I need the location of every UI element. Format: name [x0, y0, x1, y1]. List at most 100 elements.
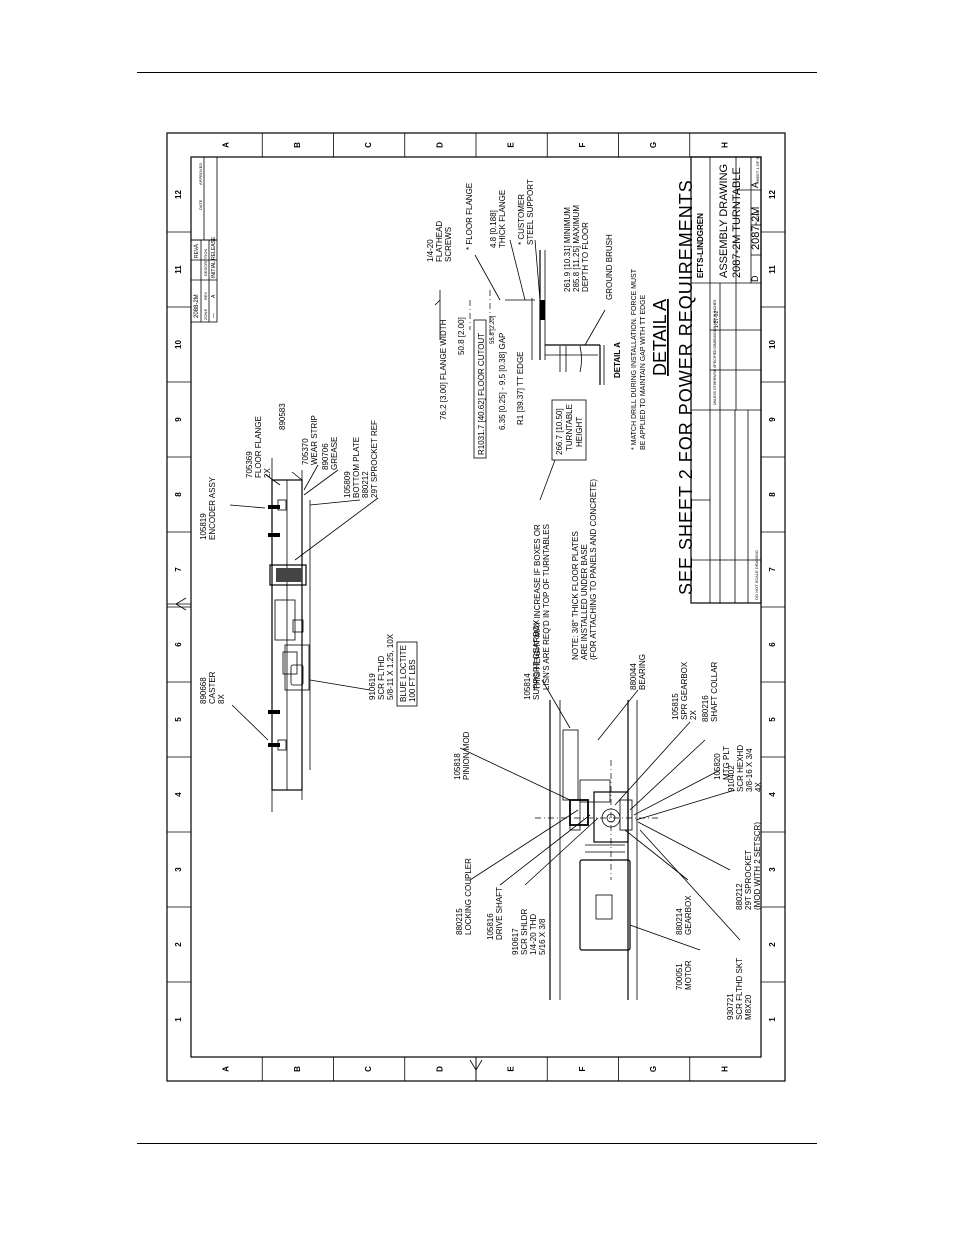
svg-text:5/16 X 3/8: 5/16 X 3/8: [538, 918, 547, 955]
zone-number-right: 4: [768, 792, 777, 797]
label-mtg-plt: 105820 MTG PLT: [713, 746, 731, 780]
svg-text:2X: 2X: [263, 468, 272, 478]
revision-block: 2088-2M REV A ZONE REV DESCRIPTION DATE …: [190, 156, 218, 323]
zone-number-left: 1: [174, 1017, 183, 1022]
label-scr-flthd: 910619 SCR FLTHD 5/8-11 X 1.25, 10X: [368, 633, 395, 700]
svg-text:SCR SHLDR: SCR SHLDR: [520, 909, 529, 955]
label-sprocket: 880212 29T SPROCKET (MOD WITH 2 SETSCR): [735, 822, 762, 910]
svg-text:* CUSTOMER: * CUSTOMER: [517, 194, 526, 245]
title-scale: NONE: [755, 210, 760, 222]
title-block: EFTS-LINDGREN ASSEMBLY DRAWING 2087-2M T…: [690, 156, 762, 604]
svg-text:105815: 105815: [671, 693, 680, 720]
svg-text:M8X20: M8X20: [744, 994, 753, 1020]
rev-header-date: DATE: [198, 199, 203, 210]
svg-text:BEARING: BEARING: [638, 654, 647, 690]
svg-text:CASTER: CASTER: [208, 671, 217, 704]
label-flathead: 1/4-20 FLATHEAD SCREWS: [426, 221, 453, 262]
svg-text:FLATHEAD: FLATHEAD: [435, 221, 444, 262]
rev-row-description: INITIAL RELEASE: [211, 236, 217, 278]
zone-letter-top: A: [222, 142, 231, 148]
svg-text:76.2 [3.00] FLANGE WIDTH: 76.2 [3.00] FLANGE WIDTH: [439, 319, 448, 420]
title-tolerances: UNLESS OTHERWISE SPECIFIED DIMENSIONS AR…: [713, 299, 717, 405]
zone-number-left: 8: [174, 492, 183, 497]
label-customer-steel: * CUSTOMER STEEL SUPPORT: [517, 179, 535, 245]
leader-lines: [229, 239, 741, 951]
rev-header-description: DESCRIPTION: [203, 249, 208, 276]
svg-text:ARE INSTALLED UNDER BASE: ARE INSTALLED UNDER BASE: [580, 544, 589, 660]
zone-letter-bottom: E: [507, 1066, 516, 1072]
svg-text:BLUE LOCTITE: BLUE LOCTITE: [399, 645, 408, 702]
label-wear-strip: 705370 WEAR STRIP: [301, 415, 319, 465]
svg-text:NOTE: 3/8" THICK FLOOR PLATES: NOTE: 3/8" THICK FLOOR PLATES: [571, 531, 580, 660]
svg-text:GREASE: GREASE: [330, 437, 339, 470]
svg-text:LOCKING COUPLER: LOCKING COUPLER: [464, 858, 473, 935]
svg-text:705370: 705370: [301, 438, 310, 465]
svg-text:ENCODER ASSY: ENCODER ASSY: [208, 476, 217, 540]
zone-number-right: 12: [768, 190, 777, 199]
svg-text:880215: 880215: [455, 908, 464, 935]
svg-text:MTG PLT: MTG PLT: [722, 746, 731, 780]
label-detail-a: DETAIL A: [650, 299, 670, 376]
zone-letter-top: H: [720, 142, 729, 148]
label-floor-cutout: R1031.7 [40.62] FLOOR CUTOUT: [477, 333, 486, 455]
part-labels: 105819 ENCODER ASSY 705369 FLOOR FLANGE …: [199, 179, 763, 1020]
svg-text:105816: 105816: [486, 913, 495, 940]
svg-text:705369: 705369: [245, 451, 254, 478]
svg-text:1/4-20 THD: 1/4-20 THD: [529, 914, 538, 955]
zone-number-left: 12: [174, 190, 183, 199]
top-rule: [137, 72, 817, 73]
svg-text:SCR FLTHD SKT: SCR FLTHD SKT: [735, 958, 744, 1020]
label-grease: 890706 GREASE: [321, 437, 339, 470]
rev-header-zone: ZONE: [203, 309, 208, 320]
label-scr-flthd-skt: 930721 SCR FLTHD SKT M8X20: [726, 958, 753, 1020]
svg-text:* FLOOR FLANGE: * FLOOR FLANGE: [465, 183, 474, 250]
zone-letter-top: E: [507, 142, 516, 148]
label-drive-shaft: 105816 DRIVE SHAFT: [486, 887, 504, 940]
svg-text:* MATCH DRILL DURING INSTALLAT: * MATCH DRILL DURING INSTALLATION. FORCE…: [631, 268, 638, 450]
label-pinion: 105818 PINION MOD: [453, 731, 471, 780]
zone-number-left: 6: [174, 642, 183, 647]
company-name: EFTS-LINDGREN: [696, 213, 705, 278]
svg-text:880212: 880212: [361, 471, 370, 498]
svg-text:29T SPROCKET: 29T SPROCKET: [744, 850, 753, 910]
loctite-box: [396, 641, 418, 707]
label-flange-width: 76.2 [3.00] FLANGE WIDTH: [439, 319, 448, 420]
svg-text:880216: 880216: [701, 695, 710, 722]
svg-text:105814: 105814: [523, 673, 532, 700]
label-caster: 890668 CASTER 8X: [199, 671, 226, 704]
label-height-note: THIS HEIGHT MAY INCREASE IF BOXES OR LIS…: [533, 524, 551, 690]
rev-header-approved: APPROVED: [198, 163, 203, 185]
title-rev: A: [750, 182, 760, 188]
title-sheet: SHEET 1 OF 3: [755, 157, 760, 184]
zone-number-left: 9: [174, 417, 183, 422]
svg-text:R1 [39.37] TT EDGE: R1 [39.37] TT EDGE: [516, 351, 525, 425]
label-sprocket-ref: 880212 29T SPROCKET REF: [361, 420, 379, 498]
zone-number-left: 11: [174, 265, 183, 274]
label-thick-flange: 4.8 [0.188] THICK FLANGE: [489, 190, 507, 248]
svg-text:THICK FLANGE: THICK FLANGE: [498, 190, 507, 248]
svg-text:105818: 105818: [453, 753, 462, 780]
label-floor-flange-top: 705369 FLOOR FLANGE 2X: [245, 416, 272, 478]
label-floor-flange-detail: * FLOOR FLANGE: [465, 183, 474, 250]
zone-number-right: 2: [768, 942, 777, 947]
label-support-gearbox: 105814 SUPPORT GEARBOX: [523, 619, 541, 700]
svg-text:1/4-20: 1/4-20: [426, 239, 435, 262]
svg-text:890668: 890668: [199, 677, 208, 704]
svg-text:SEE SHEET 2 FOR POWER REQUIREM: SEE SHEET 2 FOR POWER REQUIREMENTS: [676, 179, 696, 595]
label-floor-plate-note: NOTE: 3/8" THICK FLOOR PLATES ARE INSTAL…: [571, 479, 598, 660]
zone-number-right: 8: [768, 492, 777, 497]
zone-letter-top: G: [649, 142, 658, 148]
svg-text:105809: 105809: [343, 471, 352, 498]
svg-text:890583: 890583: [278, 403, 287, 430]
svg-text:SCR FLTHD: SCR FLTHD: [377, 655, 386, 700]
zone-number-right: 11: [768, 265, 777, 274]
label-scr-hexhd: 910402 SCR HEXHD 3/8-16 X 3/4 4X: [727, 745, 763, 792]
svg-text:910619: 910619: [368, 673, 377, 700]
svg-text:DETAIL A: DETAIL A: [613, 342, 622, 378]
drive-assembly-view: [535, 700, 660, 1000]
title-date: 1-27-02: [714, 311, 720, 328]
zone-number-left: 3: [174, 867, 183, 872]
size-value: D: [750, 275, 760, 282]
